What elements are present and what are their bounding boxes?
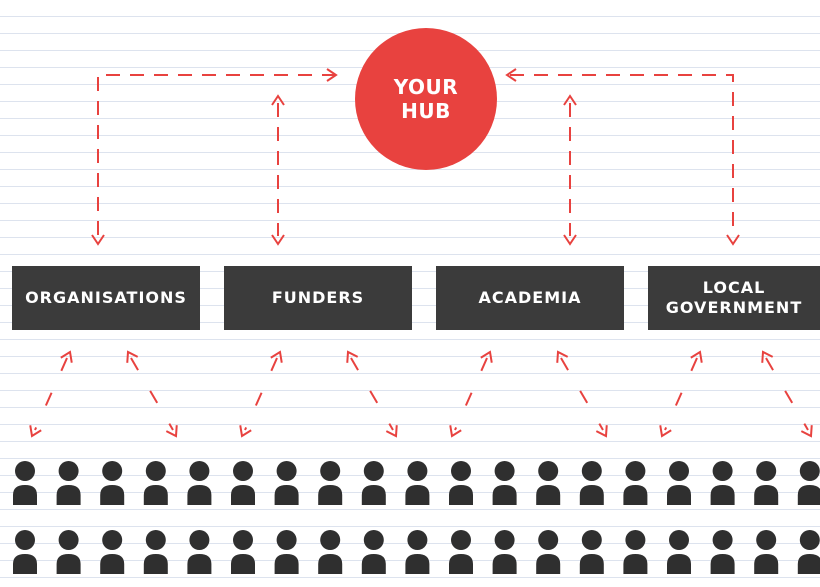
stakeholder-box-local-government: LOCAL GOVERNMENT (648, 266, 820, 330)
stakeholder-label: ORGANISATIONS (25, 288, 187, 307)
people-link (664, 357, 698, 431)
person-icon (187, 530, 212, 574)
people-links (29, 350, 813, 438)
people-link (130, 357, 174, 431)
people-link (454, 357, 488, 431)
arrowhead (29, 425, 42, 438)
hub-link-organisations (97, 74, 336, 235)
person-icon (667, 530, 691, 574)
stakeholder-label: ACADEMIA (478, 288, 582, 307)
hub-links (91, 68, 740, 246)
stakeholder-label: LOCAL GOVERNMENT (665, 278, 803, 317)
arrowhead (91, 234, 105, 246)
arrowhead (556, 350, 569, 363)
hub-circle: YOUR HUB (355, 28, 497, 170)
people-link (244, 357, 278, 431)
stakeholder-box-academia: ACADEMIA (436, 266, 624, 330)
person-icon (13, 461, 37, 505)
person-icon (710, 530, 735, 574)
stakeholder-label: FUNDERS (271, 288, 365, 307)
person-icon (231, 461, 255, 505)
person-icon (492, 530, 517, 574)
arrowhead (800, 425, 813, 438)
arrowhead (480, 350, 493, 363)
arrowhead (271, 234, 285, 246)
arrowhead (326, 68, 338, 82)
person-icon (754, 461, 779, 505)
arrowhead (563, 94, 577, 106)
stakeholder-box-organisations: ORGANISATIONS (12, 266, 200, 330)
person-icon (536, 530, 561, 574)
person-icon (318, 461, 343, 505)
person-icon (405, 461, 430, 505)
arrowhead (726, 234, 740, 246)
arrowhead (126, 350, 139, 363)
person-icon (579, 461, 604, 505)
arrowhead (595, 425, 608, 438)
arrowhead (563, 234, 577, 246)
arrowhead (239, 425, 252, 438)
person-icon (318, 530, 343, 574)
person-icon (56, 530, 81, 574)
person-icon (13, 530, 37, 574)
arrowhead (346, 350, 359, 363)
arrowhead (165, 425, 178, 438)
person-icon (56, 461, 81, 505)
person-icon (143, 530, 168, 574)
person-icon (797, 461, 820, 505)
arrowhead (271, 94, 285, 106)
arrowhead (270, 350, 283, 363)
people-link (350, 357, 394, 431)
person-icon (100, 530, 125, 574)
person-icon (710, 461, 735, 505)
people-grid (13, 461, 820, 574)
person-icon (449, 461, 473, 505)
person-icon (623, 530, 648, 574)
arrowhead (385, 425, 398, 438)
person-icon (579, 530, 604, 574)
person-icon (405, 530, 430, 574)
person-icon (231, 530, 255, 574)
person-icon (143, 461, 168, 505)
people-link (560, 357, 604, 431)
person-icon (623, 461, 648, 505)
arrowhead (60, 350, 73, 363)
arrowhead (761, 350, 774, 363)
person-icon (754, 530, 779, 574)
arrowhead (659, 425, 672, 438)
people-link (34, 357, 68, 431)
arrowhead (505, 68, 517, 82)
person-icon (667, 461, 691, 505)
person-icon (536, 461, 561, 505)
arrowhead (449, 425, 462, 438)
arrowhead (690, 350, 703, 363)
person-icon (492, 461, 517, 505)
hub-link-local-government (510, 74, 734, 235)
person-icon (449, 530, 473, 574)
person-icon (361, 461, 386, 505)
person-icon (100, 461, 125, 505)
person-icon (274, 530, 299, 574)
person-icon (797, 530, 820, 574)
person-icon (187, 461, 212, 505)
stakeholder-box-funders: FUNDERS (224, 266, 412, 330)
people-link (765, 357, 809, 431)
person-icon (274, 461, 299, 505)
person-icon (361, 530, 386, 574)
hub-label: YOUR HUB (393, 75, 459, 123)
